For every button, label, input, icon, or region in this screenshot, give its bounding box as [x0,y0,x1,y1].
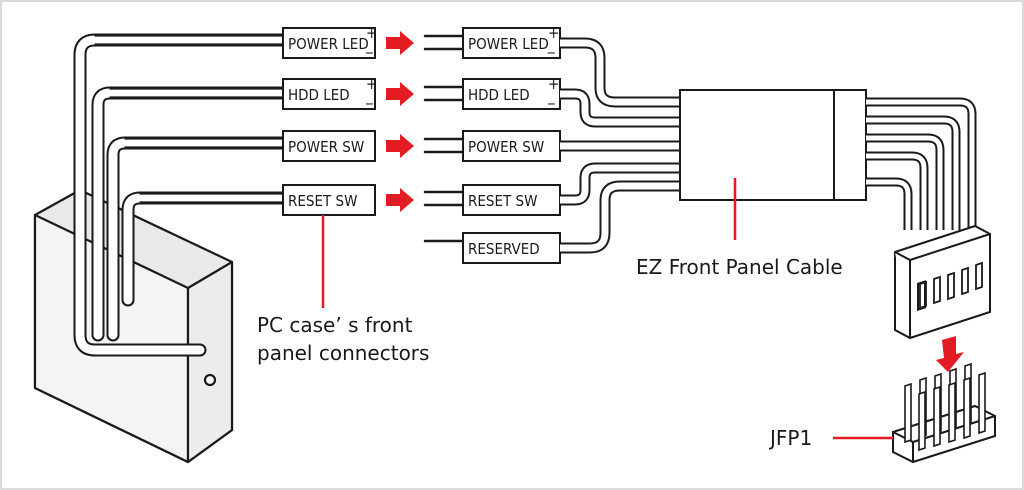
case-connector-power-sw: POWER SW [282,130,376,162]
arrow-right-icon [386,134,414,158]
case-connector-power-led: POWER LED + _ [282,24,377,59]
ez-front-panel-box [679,89,867,201]
ez-wires-right [866,97,977,230]
minus-sign: _ [547,87,555,106]
pc-power-button-icon [203,373,217,387]
case-power-sw-label: POWER SW [288,138,364,156]
jfp1-label: JFP1 [768,426,812,450]
case-wires [73,33,290,357]
cable-reset-sw-label: RESET SW [468,192,537,210]
cable-plug-slots [919,261,983,310]
case-connector-hdd-led: HDD LED + _ [282,75,377,110]
case-connector-reset-sw: RESET SW [282,184,376,216]
cable-hdd-led-label: HDD LED [468,86,530,104]
ez-wires-left [560,37,680,254]
pc-case-label-line2: panel connectors [257,341,429,365]
minus-sign: _ [547,36,555,55]
red-arrows [386,31,414,212]
case-reset-sw-label: RESET SW [288,192,357,210]
plus-sign: + [548,24,559,42]
arrow-right-icon [386,188,414,212]
cable-power-sw-label: POWER SW [468,138,544,156]
arrow-right-icon [386,31,414,55]
minus-sign: _ [365,36,373,55]
case-power-led-label: POWER LED [288,35,369,53]
cable-connector-power-sw: POWER SW [462,130,561,162]
jfp1-pins [904,362,986,452]
cable-power-led-label: POWER LED [468,35,549,53]
cable-plug [894,224,991,340]
cable-connector-power-led: POWER LED + _ [462,24,561,59]
cable-connector-reserved: RESERVED [462,232,561,264]
cable-reserved-label: RESERVED [468,240,540,258]
plus-sign: + [366,75,377,93]
cable-connector-hdd-led: HDD LED + _ [462,75,561,110]
arrow-down-icon [936,336,964,372]
arrow-right-icon [386,82,414,106]
cable-connector-reset-sw: RESET SW [462,184,561,216]
cable-pins [423,34,464,243]
minus-sign: _ [365,87,373,106]
callouts [321,178,893,440]
plus-sign: + [366,24,377,42]
ez-cable-label: EZ Front Panel Cable [636,255,843,279]
plus-sign: + [548,75,559,93]
case-hdd-led-label: HDD LED [288,86,350,104]
pc-case-label-line1: PC case’ s front [257,313,413,337]
